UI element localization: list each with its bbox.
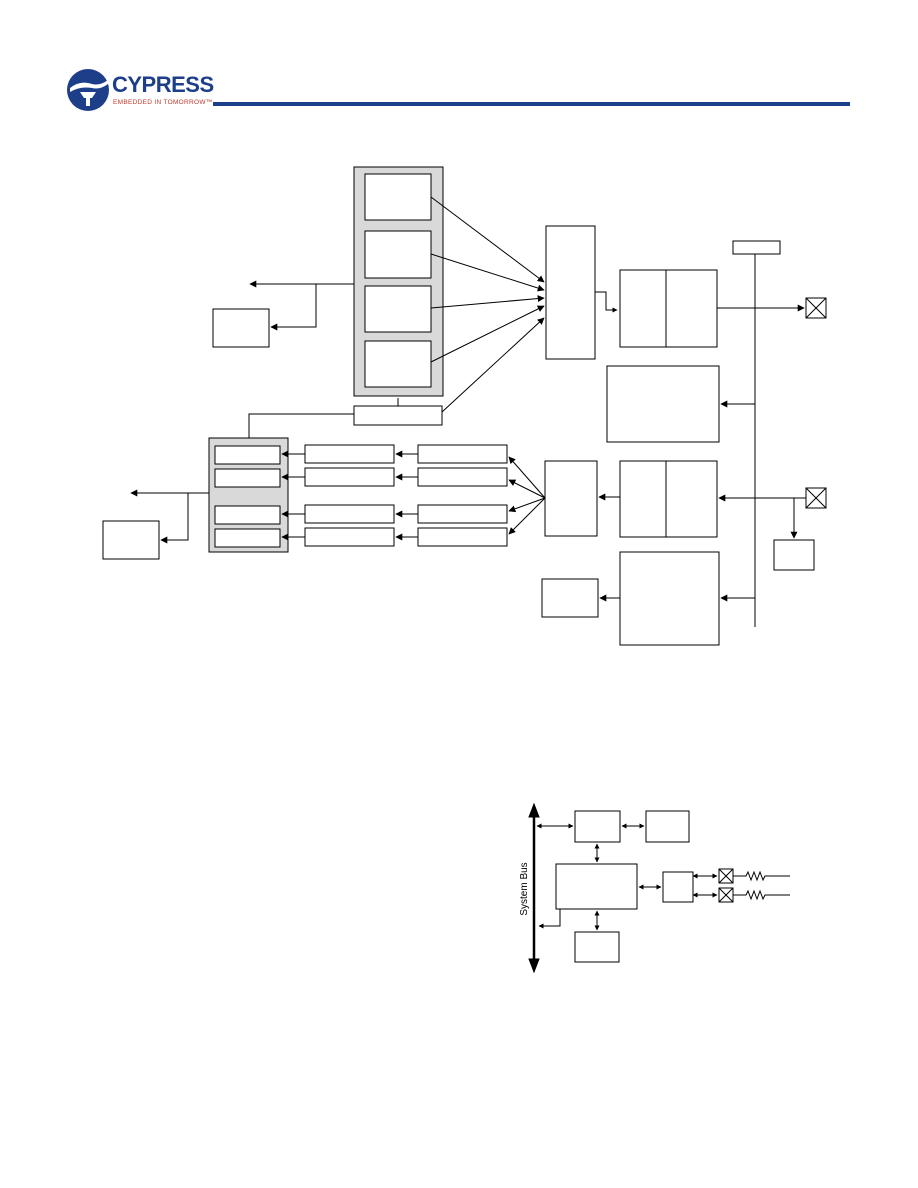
output-line	[270, 284, 317, 331]
capture-reg-4	[214, 528, 281, 548]
detect-block-2	[417, 467, 508, 487]
bus-label-box	[732, 240, 781, 255]
bus-interface-block	[574, 810, 621, 843]
output-block	[212, 308, 270, 348]
route-line	[430, 196, 545, 283]
route-line	[430, 295, 545, 309]
route-line	[248, 413, 354, 438]
route-line	[595, 291, 618, 313]
detect-block-4	[417, 527, 508, 547]
pin-icon	[718, 868, 734, 884]
config-block-1	[606, 365, 720, 443]
route-line	[430, 253, 545, 292]
pin-icon	[805, 297, 827, 319]
mux-block	[545, 225, 596, 360]
source-block-4	[364, 340, 432, 388]
cypress-logo: CYPRESS EMBEDDED IN TOMORROW™	[66, 68, 216, 114]
resistor-icon	[733, 889, 790, 901]
route-line	[508, 497, 546, 513]
detect-block-3	[417, 504, 508, 524]
route-line	[430, 305, 545, 363]
pin-icon	[805, 487, 827, 509]
lower-block	[574, 931, 620, 963]
output-block-2	[102, 520, 160, 560]
sync-block-2	[304, 467, 395, 487]
capture-reg-1	[214, 445, 281, 465]
route-line	[508, 456, 546, 499]
system-bus-arrow-up	[528, 802, 540, 818]
register-block-a	[619, 269, 667, 348]
detect-block-1	[417, 444, 508, 464]
controller-block	[555, 863, 638, 910]
register-block-c	[619, 460, 667, 538]
output-block-3	[541, 578, 599, 618]
driver-block	[662, 871, 694, 903]
logo-wordmark: CYPRESS	[112, 72, 214, 97]
system-bus-label: System Bus	[519, 862, 530, 915]
source-block-2	[364, 230, 432, 279]
route-line	[508, 497, 546, 535]
route-line	[441, 317, 545, 413]
sync-block-3	[304, 504, 395, 524]
extra-source-block	[353, 405, 443, 426]
sync-block-1	[304, 444, 395, 464]
logo-tagline: EMBEDDED IN TOMORROW™	[113, 99, 213, 106]
cypress-globe-icon	[67, 69, 109, 111]
capture-reg-3	[214, 505, 281, 525]
pin-sense-block	[773, 539, 815, 571]
bus-link	[538, 909, 561, 929]
system-bus-arrow-down	[528, 958, 540, 974]
capture-reg-2	[214, 468, 281, 488]
config-block-2	[619, 551, 720, 646]
register-block-b	[665, 269, 718, 348]
register-block-d	[665, 460, 718, 538]
diagram-1	[102, 166, 827, 646]
header-rule	[213, 102, 850, 106]
resistor-icon	[733, 870, 790, 882]
source-block-1	[364, 173, 432, 221]
demux-block	[544, 460, 598, 537]
output-line	[160, 493, 189, 544]
source-block-3	[364, 285, 432, 333]
diagram-2	[528, 802, 790, 974]
peripheral-block	[645, 810, 690, 843]
sync-block-4	[304, 527, 395, 547]
pin-icon	[718, 887, 734, 903]
route-line	[508, 479, 546, 499]
